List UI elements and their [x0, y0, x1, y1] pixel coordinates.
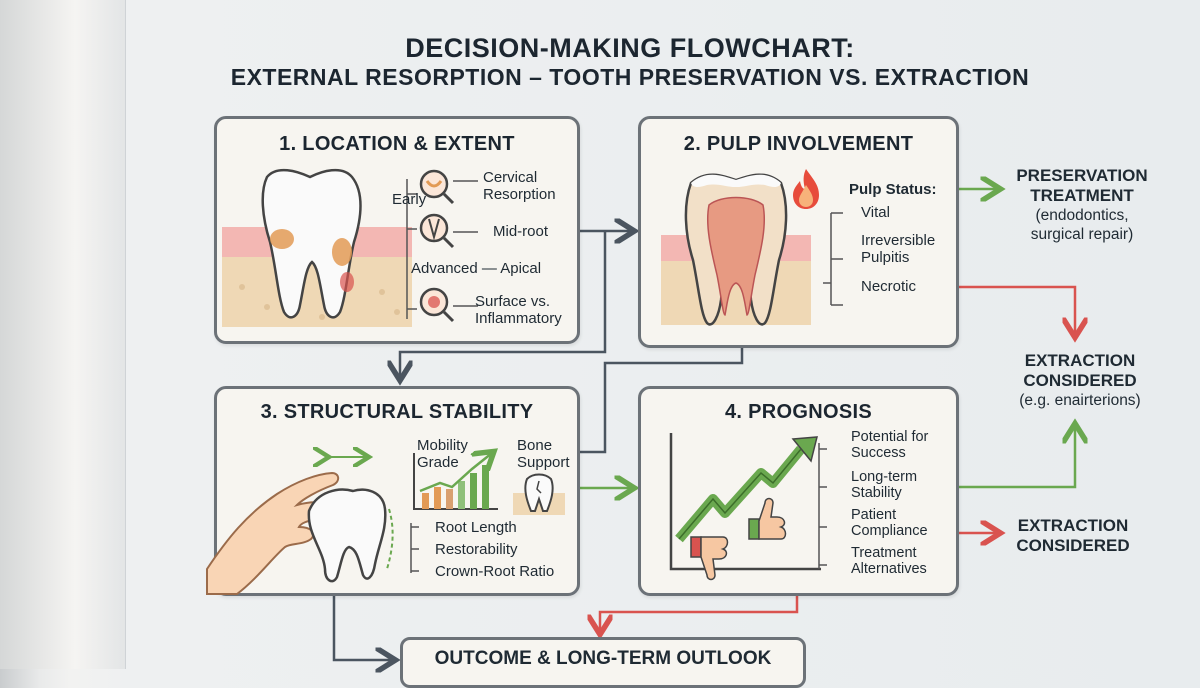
- chart-subtitle: EXTERNAL RESORPTION – TOOTH PRESERVATION…: [230, 64, 1030, 90]
- mobility-bar-icon: [413, 443, 502, 510]
- label-necrotic: Necrotic: [861, 278, 917, 295]
- outcome-preservation: PRESERVATION TREATMENT (endodontics, sur…: [992, 166, 1172, 244]
- extraction1-line1: EXTRACTION: [1024, 351, 1136, 370]
- label-inflammatory: Inflammatory: [475, 310, 562, 327]
- label-bone: Bone: [517, 437, 553, 454]
- label-mobility: Mobility: [417, 437, 468, 454]
- label-potential: Potential for: [851, 429, 929, 445]
- page-spine: [0, 0, 126, 669]
- outcome-extraction-1: EXTRACTION CONSIDERED (e.g. enairterions…: [990, 351, 1170, 410]
- thumbs-up-icon: [748, 497, 787, 540]
- thumbs-down-icon: [690, 536, 729, 581]
- arrow-p2-to-extraction: [958, 285, 1075, 335]
- label-long-term: Long-term: [851, 469, 918, 485]
- prognosis-trend-illustration: [669, 433, 821, 581]
- label-restorability: Restorability: [435, 541, 518, 558]
- extraction1-sub: (e.g. enairterions): [1019, 392, 1141, 409]
- panel-title: 3. STRUCTURAL STABILITY: [260, 401, 534, 423]
- connector-arrows: [332, 0, 1200, 669]
- label-irreversible: Irreversible: [861, 232, 936, 249]
- panel-title: 1. LOCATION & EXTENT: [279, 133, 515, 155]
- label-patient: Patient: [851, 507, 897, 523]
- magnifier-icon: [419, 169, 455, 205]
- label-leaders: [453, 180, 478, 307]
- label-early: Early: [392, 191, 427, 208]
- label-alternatives: Alternatives: [851, 561, 927, 577]
- preservation-sub2: surgical repair): [1030, 226, 1134, 243]
- bone-support-icon: [513, 473, 565, 515]
- panel-title: 4. PROGNOSIS: [725, 401, 872, 423]
- pulp-bracket: [823, 212, 843, 306]
- outcome-extraction-2: EXTRACTION CONSIDERED: [988, 516, 1158, 556]
- label-success: Success: [851, 445, 906, 461]
- label-grade: Grade: [417, 454, 459, 471]
- label-pulp-status: Pulp Status:: [849, 181, 937, 198]
- prognosis-bracket: [818, 443, 827, 569]
- label-resorption: Resorption: [483, 186, 556, 203]
- panel-outcome-outlook: OUTCOME & LONG-TERM OUTLOOK: [400, 637, 806, 688]
- label-vital: Vital: [861, 204, 890, 221]
- flame-icon: [793, 169, 819, 209]
- panel-prognosis: 4. PROGNOSIS Potential for Success Long-…: [638, 386, 959, 596]
- label-compliance: Compliance: [851, 523, 928, 539]
- label-stability: Stability: [851, 485, 902, 501]
- label-cervical: Cervical: [483, 169, 538, 186]
- extraction1-line2: CONSIDERED: [1023, 371, 1137, 390]
- magnifier-icon: [419, 287, 455, 323]
- tooth-pulp-illustration: [661, 173, 811, 326]
- extraction2-line2: CONSIDERED: [1016, 536, 1130, 555]
- label-support: Support: [517, 454, 570, 471]
- label-pulpitis: Pulpitis: [861, 249, 910, 266]
- location-bracket: [406, 179, 417, 319]
- arrow-p2-to-p3: [400, 231, 607, 378]
- label-root-length: Root Length: [435, 519, 517, 536]
- label-advanced-apical: Advanced — Apical: [411, 260, 542, 277]
- preservation-line2: TREATMENT: [1030, 186, 1134, 205]
- panel-location-extent: 1. LOCATION & EXTENT Early Cervical Reso…: [214, 116, 580, 344]
- chart-title: DECISION-MAKING FLOWCHART:: [405, 33, 855, 63]
- arrow-p4-up-green: [958, 426, 1075, 489]
- tooth-resorption-illustration: [222, 168, 412, 327]
- arrow-p3-to-outcome: [332, 592, 393, 660]
- panel-pulp-involvement: 2. PULP INVOLVEMENT Pulp Status: Vital I…: [638, 116, 959, 348]
- magnifier-icon: [419, 213, 455, 249]
- label-midroot: Mid-root: [493, 223, 549, 240]
- label-treatment: Treatment: [851, 545, 917, 561]
- arrow-p2-down: [578, 345, 744, 454]
- preservation-line1: PRESERVATION: [1016, 166, 1148, 185]
- label-crown-root-ratio: Crown-Root Ratio: [435, 563, 555, 580]
- arrow-p4-to-outcome: [600, 594, 799, 632]
- hand-holding-tooth-illustration: [206, 429, 394, 595]
- outcome-outlook-title: OUTCOME & LONG-TERM OUTLOOK: [434, 648, 772, 669]
- stability-bracket: [410, 523, 419, 573]
- panel-title: 2. PULP INVOLVEMENT: [683, 133, 914, 155]
- preservation-sub1: (endodontics,: [1035, 207, 1129, 224]
- panel-structural-stability: 3. STRUCTURAL STABILITY Mobility Grade B…: [206, 386, 580, 596]
- extraction2-line1: EXTRACTION: [1017, 516, 1129, 535]
- label-surface: Surface vs.: [475, 293, 551, 310]
